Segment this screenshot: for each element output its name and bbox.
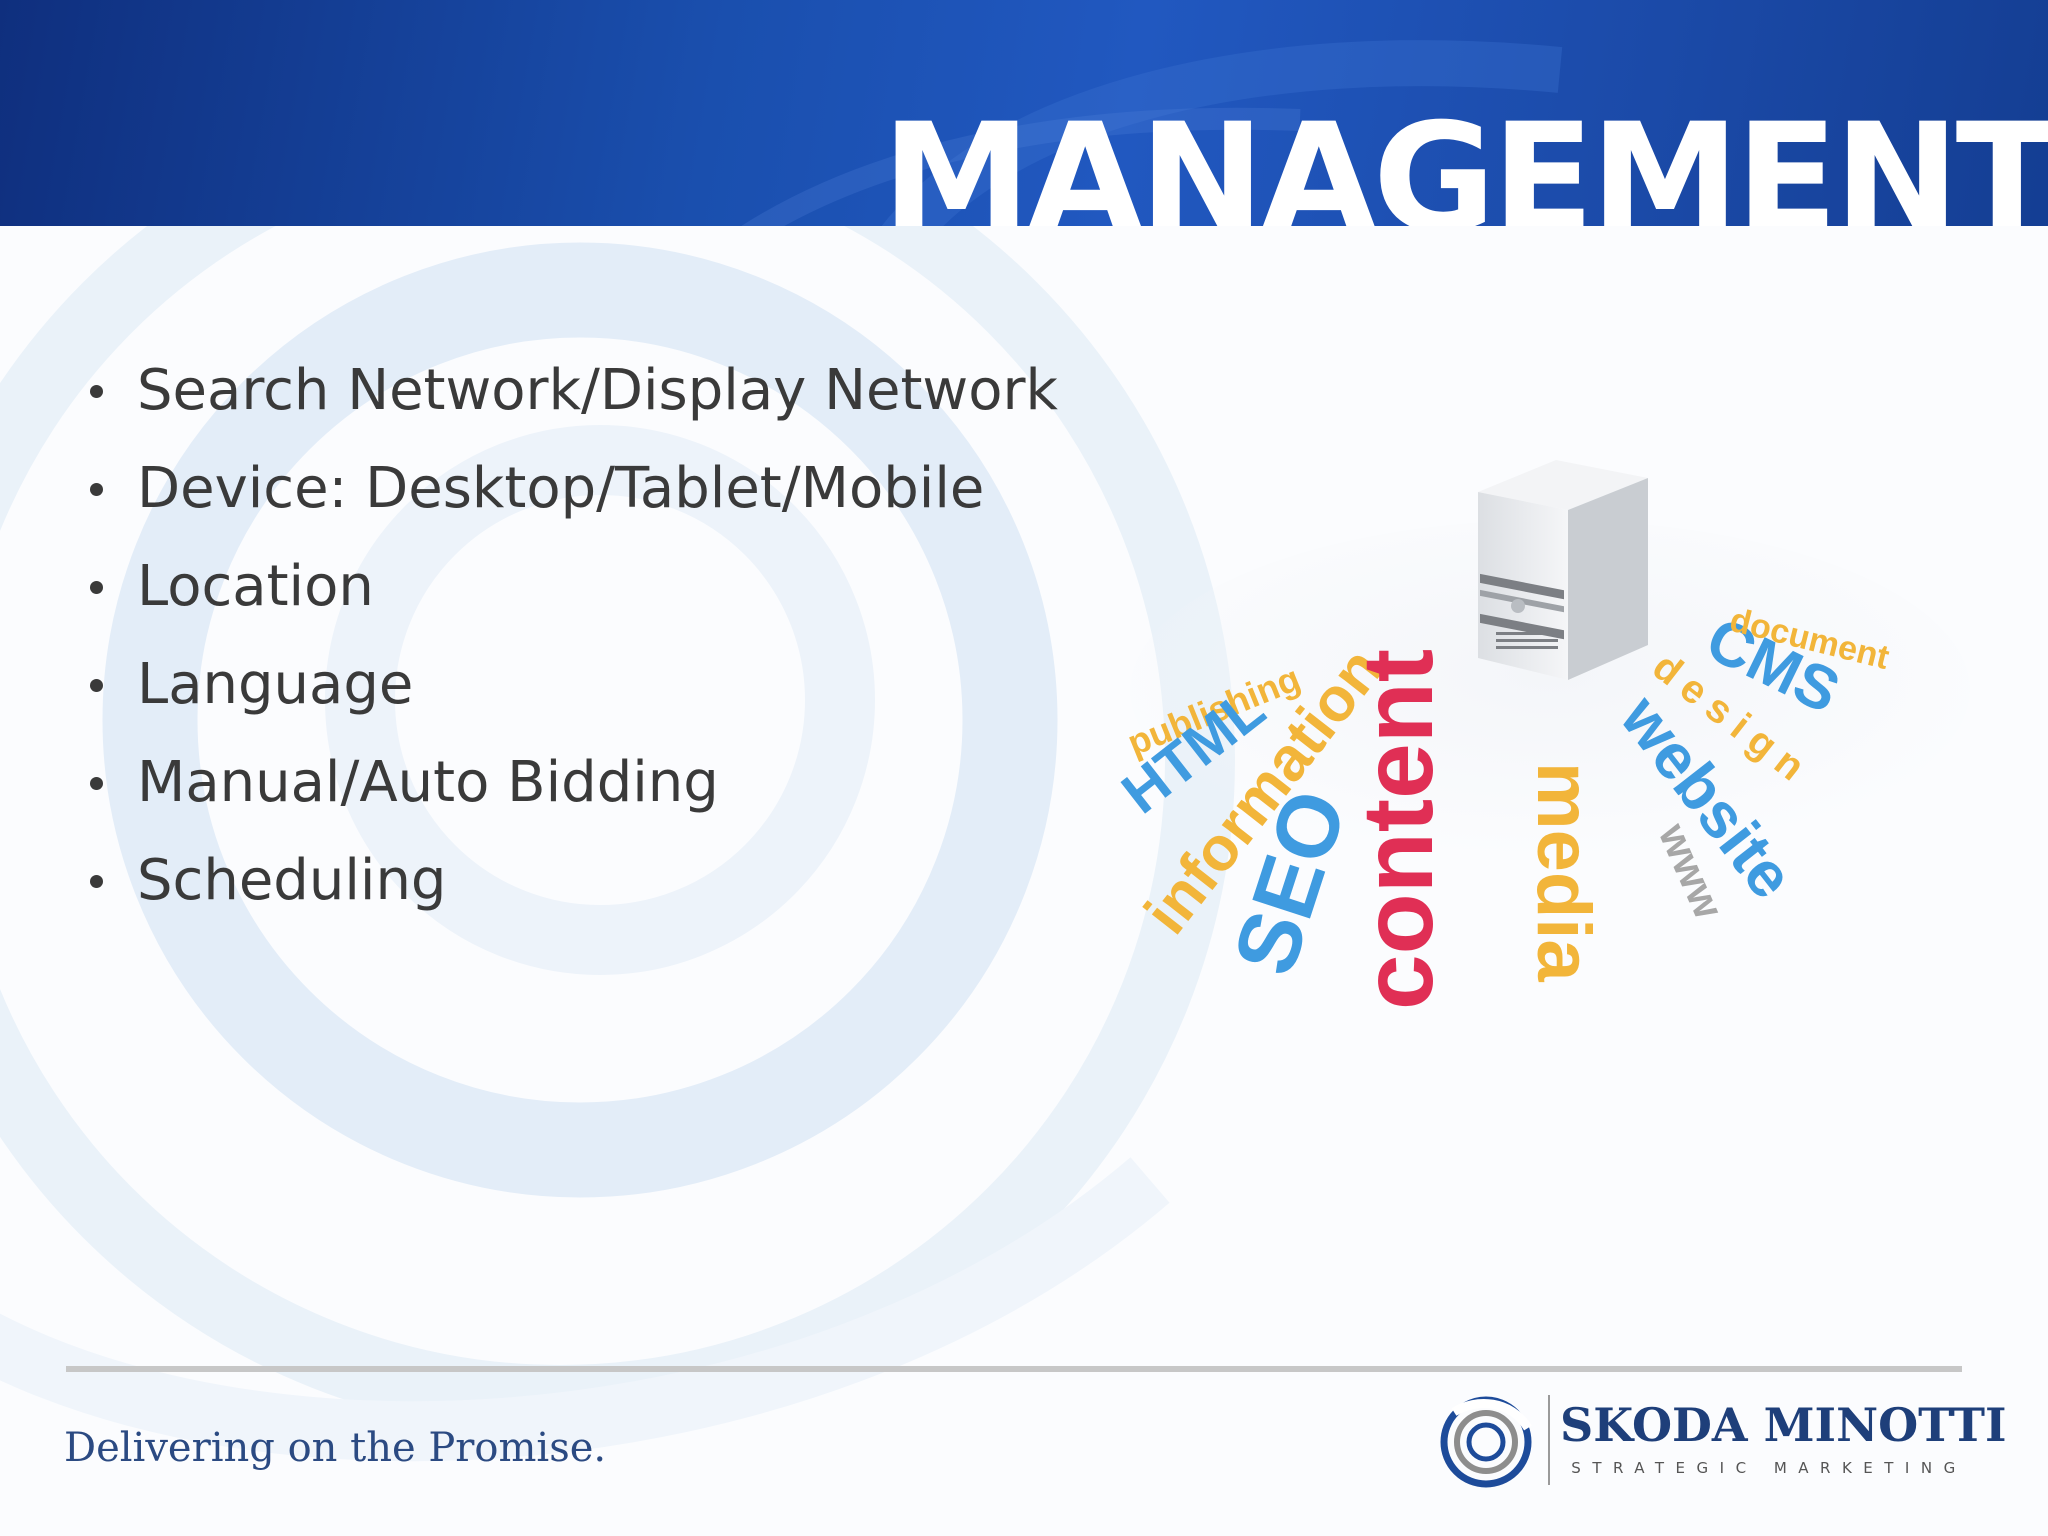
logo-divider (1548, 1395, 1550, 1485)
bullet-text: Manual/Auto Bidding (137, 750, 719, 815)
bullet-dot-icon (90, 777, 103, 790)
slide-title: MANAGEMENT (881, 104, 2048, 226)
bullet-text: Language (137, 652, 414, 717)
logo-subtitle: STRATEGIC MARKETING (1571, 1459, 1967, 1477)
word-content: content (1342, 649, 1454, 1010)
floor-glow (1130, 520, 1970, 860)
bullet-text: Location (137, 554, 374, 619)
bullet-item: Location (84, 538, 1058, 636)
word-media: media (1521, 762, 1606, 982)
bullet-text: Search Network/Display Network (137, 358, 1058, 423)
footer-divider (66, 1366, 1962, 1372)
bullet-dot-icon (90, 483, 103, 496)
bullet-dot-icon (90, 581, 103, 594)
bullet-dot-icon (90, 679, 103, 692)
bullet-text: Scheduling (137, 848, 447, 913)
bullet-list: Search Network/Display Network Device: D… (84, 342, 1058, 930)
footer-tagline: Delivering on the Promise. (64, 1425, 607, 1471)
bullet-item: Manual/Auto Bidding (84, 734, 1058, 832)
word-cloud-illustration: publishing HTML information SEO content … (1110, 460, 1970, 1010)
server-tower-icon (1478, 460, 1648, 680)
header-sheen (741, 40, 1563, 226)
bullet-item: Language (84, 636, 1058, 734)
header-band: MANAGEMENT (0, 0, 2048, 226)
bullet-text: Device: Desktop/Tablet/Mobile (137, 456, 985, 521)
company-logo: SKODA MINOTTI STRATEGIC MARKETING (1436, 1390, 2007, 1490)
bullet-dot-icon (90, 875, 103, 888)
bullet-item: Search Network/Display Network (84, 342, 1058, 440)
swirl-logo-icon (1440, 1396, 1532, 1488)
bullet-item: Scheduling (84, 832, 1058, 930)
bullet-dot-icon (90, 385, 103, 398)
bullet-item: Device: Desktop/Tablet/Mobile (84, 440, 1058, 538)
logo-company-name: SKODA MINOTTI (1560, 1398, 2007, 1452)
